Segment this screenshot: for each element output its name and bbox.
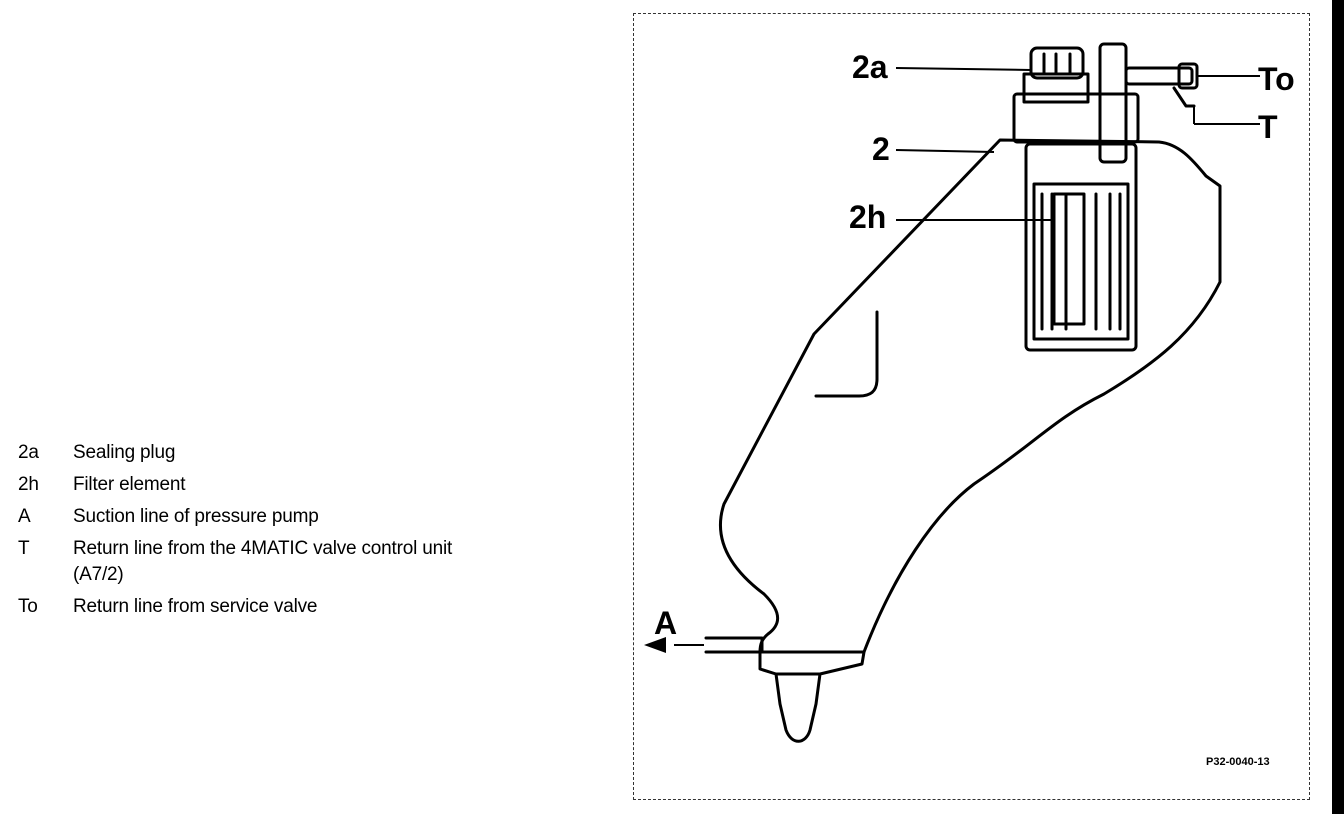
filter-housing — [1024, 142, 1138, 352]
legend: 2a Sealing plug 2h Filter element A Suct… — [18, 440, 538, 626]
legend-key: To — [18, 596, 38, 617]
legend-description: Return line from the 4MATIC valve contro… — [73, 538, 453, 585]
callout-a: A — [654, 605, 677, 641]
reservoir-diagram-frame: 2a 2 2h To T A P32-0040-13 — [633, 13, 1310, 800]
outlet-nipple — [758, 650, 866, 743]
callout-to: To — [1258, 61, 1295, 97]
reservoir-diagram: 2a 2 2h To T A P32-0040-13 — [644, 42, 1295, 768]
legend-description: Return line from service valve — [73, 596, 318, 617]
sealing-plug — [1029, 46, 1085, 80]
legend-item-to: To Return line from service valve — [18, 594, 538, 620]
reservoir-rib — [814, 310, 879, 398]
legend-item-2a: 2a Sealing plug — [18, 440, 538, 466]
legend-key: T — [18, 538, 30, 559]
callout-t: T — [1258, 109, 1278, 145]
legend-key: 2h — [18, 474, 39, 495]
legend-description: Suction line of pressure pump — [73, 506, 319, 527]
return-tube — [1098, 42, 1128, 164]
legend-item-t: T Return line from the 4MATIC valve cont… — [18, 536, 538, 588]
callout-2a: 2a — [852, 49, 888, 85]
filter-element — [1052, 192, 1086, 326]
right-edge-bar — [1332, 0, 1344, 814]
leader-line-2 — [895, 149, 995, 153]
legend-key: A — [18, 506, 31, 527]
legend-description: Sealing plug — [73, 442, 176, 463]
leader-line-2a — [895, 67, 1032, 71]
filler-neck — [1012, 92, 1140, 144]
legend-item-2h: 2h Filter element — [18, 472, 538, 498]
legend-key: 2a — [18, 442, 39, 463]
callout-2h: 2h — [849, 199, 886, 235]
reservoir-body — [718, 138, 1222, 654]
legend-description: Filter element — [73, 474, 186, 495]
figure-code: P32-0040-13 — [1206, 756, 1270, 768]
return-line-connector — [1124, 66, 1194, 86]
callout-2: 2 — [872, 131, 890, 167]
legend-item-a: A Suction line of pressure pump — [18, 504, 538, 530]
suction-arrow-head — [644, 637, 666, 653]
